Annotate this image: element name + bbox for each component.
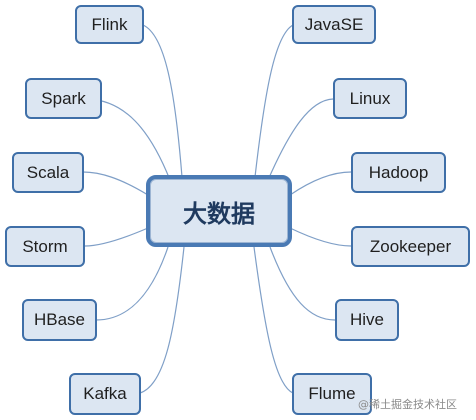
link-flume: [253, 246, 294, 394]
node-linux[interactable]: Linux: [333, 78, 407, 119]
link-linux: [267, 98, 334, 181]
link-hadoop: [289, 171, 352, 196]
link-hbase: [95, 246, 169, 321]
node-flink[interactable]: Flink: [75, 5, 144, 44]
link-hive: [269, 246, 336, 321]
link-kafka: [139, 246, 185, 394]
node-storm[interactable]: Storm: [5, 226, 85, 267]
link-zookeeper: [289, 227, 352, 247]
node-scala[interactable]: Scala: [12, 152, 84, 193]
node-zookeeper[interactable]: Zookeeper: [351, 226, 470, 267]
center-node[interactable]: 大数据: [146, 175, 292, 247]
link-flink: [142, 24, 183, 178]
node-hadoop[interactable]: Hadoop: [351, 152, 446, 193]
node-kafka[interactable]: Kafka: [69, 373, 141, 415]
link-javase: [254, 24, 294, 178]
link-scala: [82, 171, 149, 196]
node-spark[interactable]: Spark: [25, 78, 102, 119]
node-hive[interactable]: Hive: [335, 299, 399, 341]
node-hbase[interactable]: HBase: [22, 299, 97, 341]
link-storm: [84, 227, 149, 247]
watermark: @稀土掘金技术社区: [358, 398, 457, 411]
node-flume[interactable]: Flume: [292, 373, 372, 415]
node-javase[interactable]: JavaSE: [292, 5, 376, 44]
